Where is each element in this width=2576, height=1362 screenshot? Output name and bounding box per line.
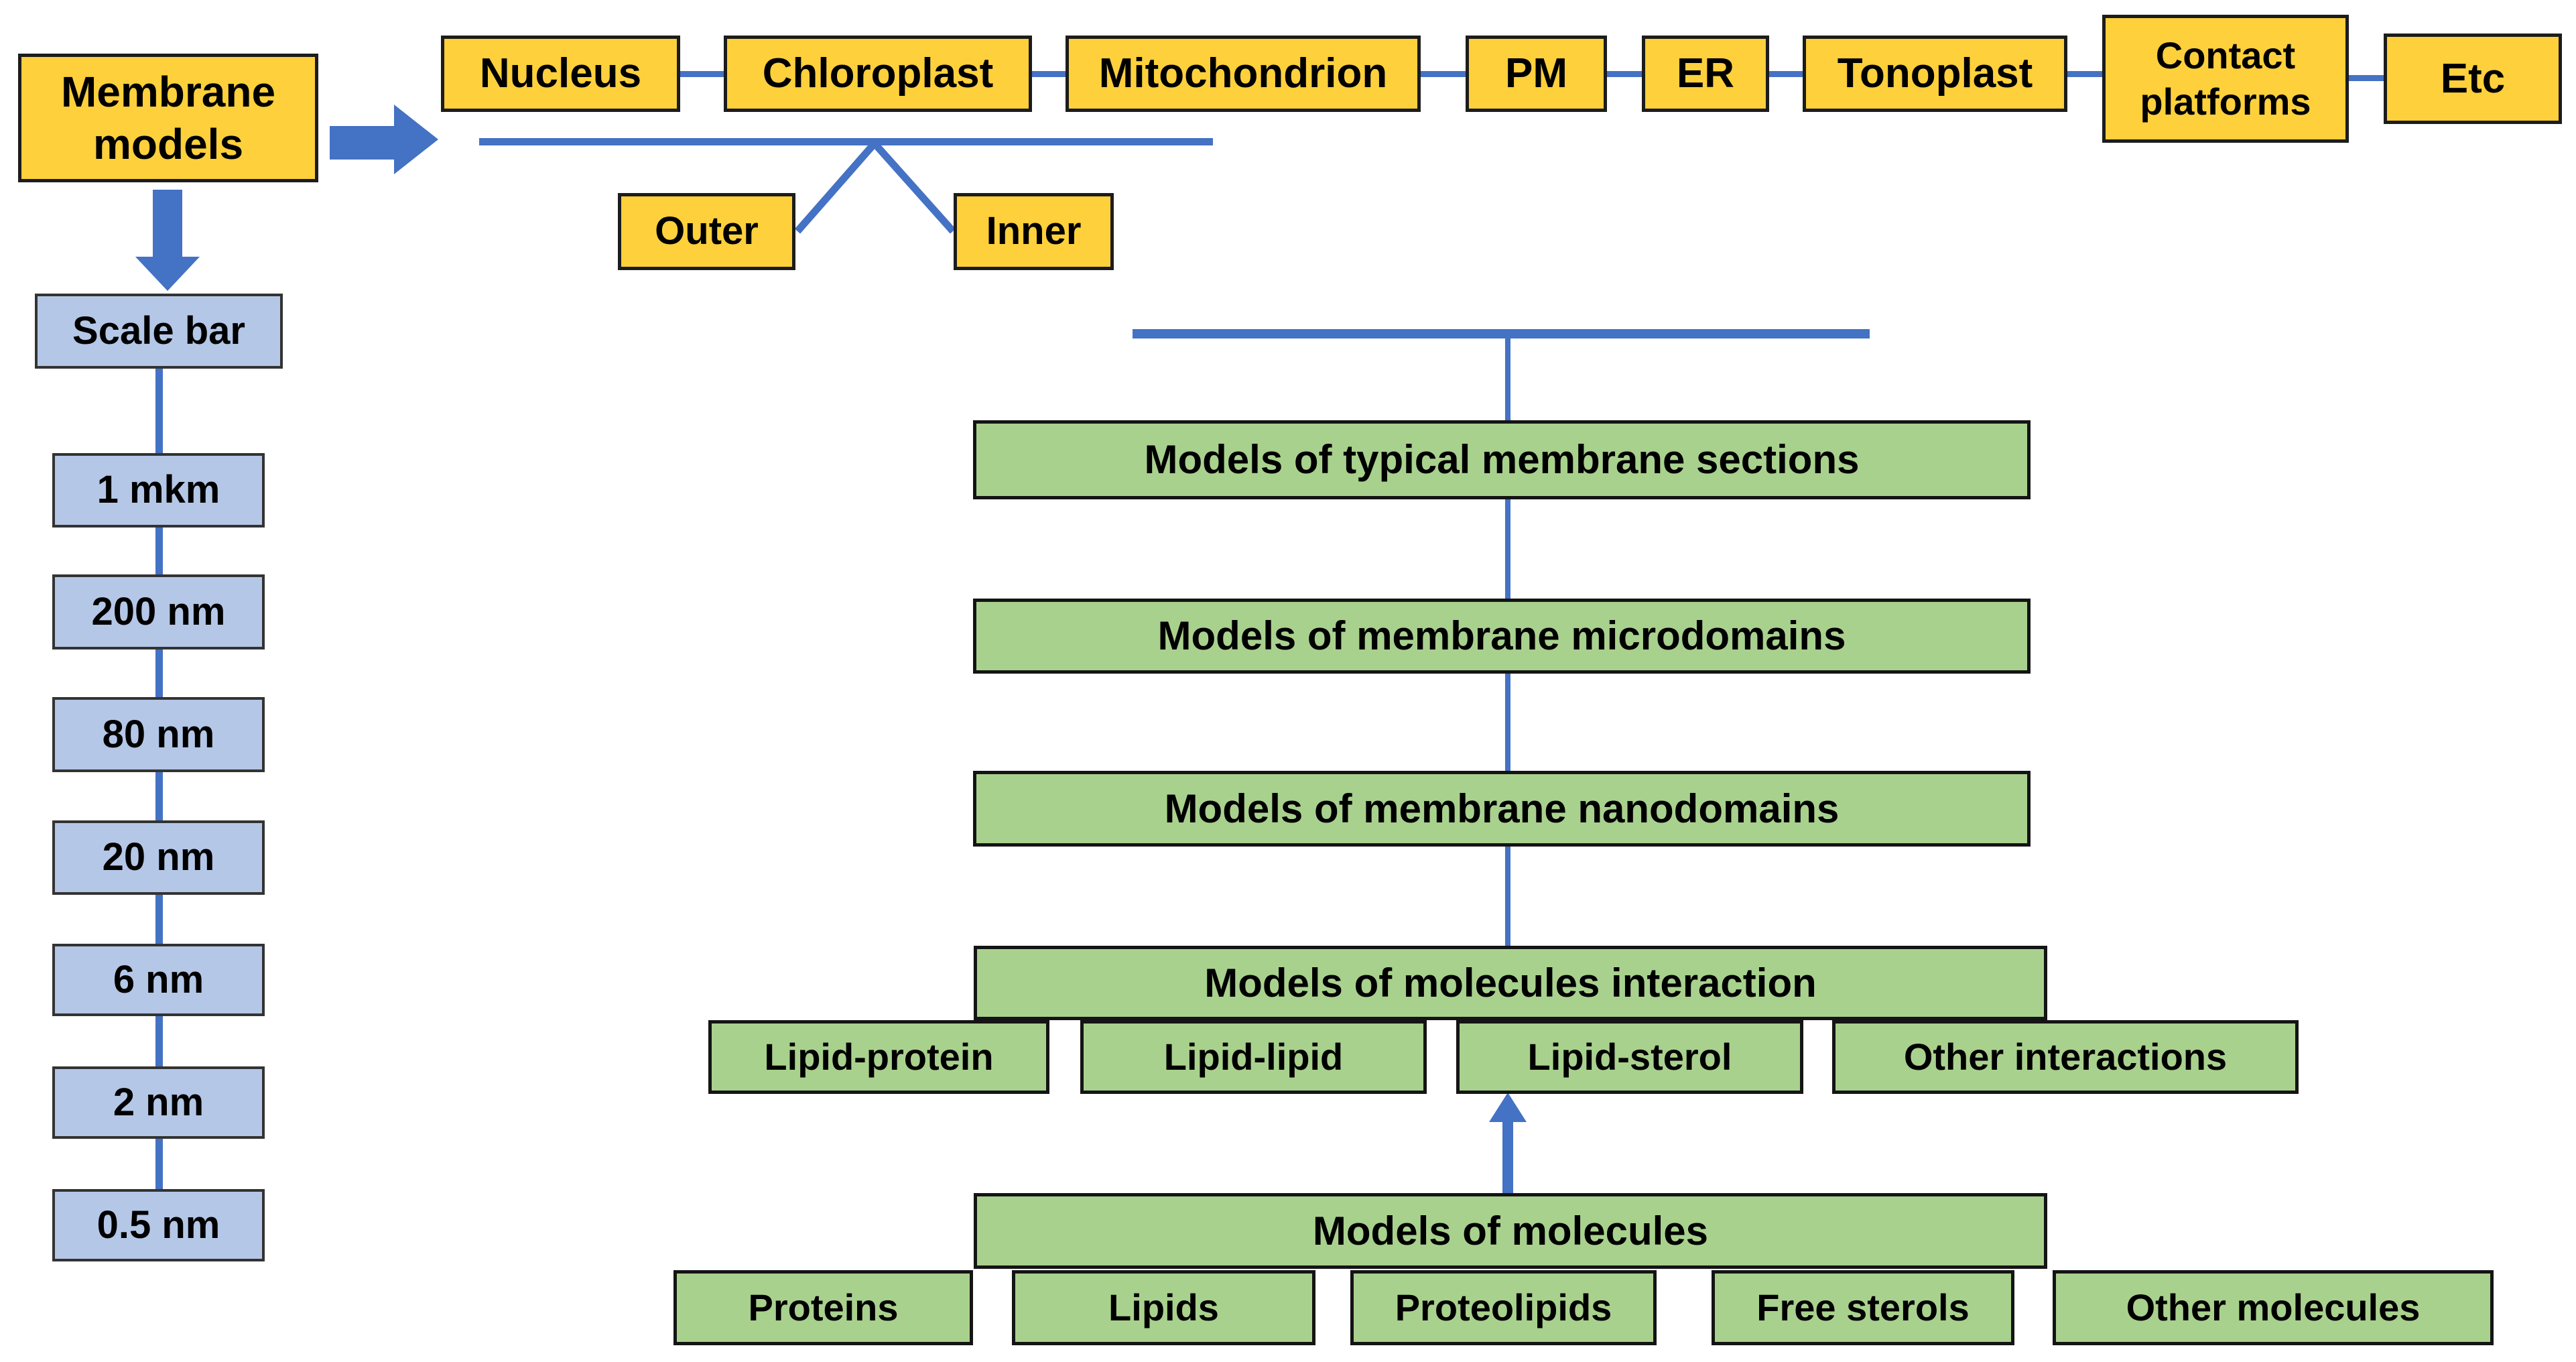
down-block-arrow [135,190,200,291]
model-level-box-typical-sections: Models of typical membrane sections [973,420,2031,499]
scale-box-6nm: 6 nm [52,944,265,1016]
molecule-box-other-molecules: Other molecules [2053,1270,2494,1345]
scale-link-6 [155,1016,163,1066]
right-block-arrow [330,105,438,174]
interaction-box-lipid-lipid: Lipid-lipid [1080,1020,1427,1094]
organelle-box-pm: PM [1466,36,1607,112]
membrane-side-box-outer: Outer [618,193,795,270]
scale-link-1 [155,369,163,453]
scale-link-2 [155,528,163,574]
model-level-box-nanodomains: Models of membrane nanodomains [973,771,2031,847]
link-contact-etc [2349,75,2384,81]
organelle-box-mitochondrion: Mitochondrion [1066,36,1421,112]
v-connector-left [794,141,878,234]
scale-bar-header-box: Scale bar [35,294,283,369]
link-chloroplast-mitochondrion [1032,71,1066,77]
scale-link-7 [155,1139,163,1189]
organelle-row-underline [479,138,1213,145]
up-arrow-shaft [1502,1118,1513,1194]
scale-box-80nm: 80 nm [52,697,265,772]
molecule-box-free-sterols: Free sterols [1712,1270,2014,1345]
link-mitochondrion-pm [1421,71,1466,77]
link-pm-er [1607,71,1642,77]
level-link-2-3 [1505,674,1510,771]
organelle-box-er: ER [1642,36,1769,112]
link-tonoplast-contact [2067,71,2102,77]
link-er-tonoplast [1769,71,1803,77]
organelle-box-etc: Etc [2384,34,2562,124]
t-connector-vertical [1505,334,1510,420]
v-connector-right [871,141,956,234]
molecule-box-proteins: Proteins [673,1270,973,1345]
model-level-box-molecules-interaction: Models of molecules interaction [974,946,2047,1020]
molecule-box-proteolipids: Proteolipids [1350,1270,1657,1345]
model-level-box-microdomains: Models of membrane microdomains [973,599,2031,674]
interaction-box-lipid-sterol: Lipid-sterol [1456,1020,1803,1094]
scale-link-3 [155,649,163,697]
up-arrow-head [1489,1093,1527,1122]
level-link-1-2 [1505,499,1510,599]
membrane-side-box-inner: Inner [954,193,1114,270]
organelle-box-nucleus: Nucleus [441,36,680,112]
scale-box-05nm: 0.5 nm [52,1189,265,1261]
organelle-box-contact-platforms: Contact platforms [2102,15,2349,143]
root-box-membrane-models: Membrane models [18,54,318,182]
scale-box-200nm: 200 nm [52,574,265,649]
interaction-box-lipid-protein: Lipid-protein [708,1020,1049,1094]
level-link-3-4 [1505,847,1510,946]
organelle-box-chloroplast: Chloroplast [724,36,1032,112]
t-connector-horizontal [1133,329,1870,338]
scale-box-2nm: 2 nm [52,1066,265,1139]
molecule-box-lipids: Lipids [1012,1270,1315,1345]
scale-box-1mkm: 1 mkm [52,453,265,528]
interaction-box-other-interactions: Other interactions [1832,1020,2299,1094]
model-level-box-molecules: Models of molecules [974,1193,2047,1269]
scale-box-20nm: 20 nm [52,820,265,895]
link-nucleus-chloroplast [680,71,724,77]
scale-link-4 [155,772,163,820]
scale-link-5 [155,895,163,944]
organelle-box-tonoplast: Tonoplast [1803,36,2067,112]
